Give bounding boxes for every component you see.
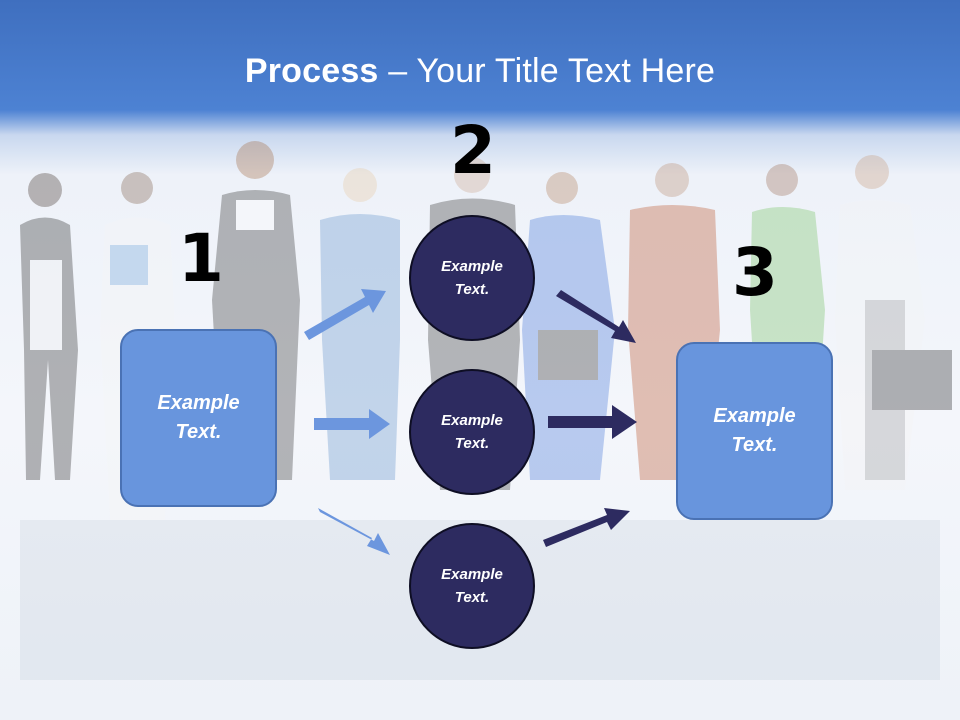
right-process-box[interactable]: Example Text. (676, 342, 833, 520)
left-box-text: Example Text. (157, 392, 240, 443)
slide-title: Process – Your Title Text Here (0, 52, 960, 91)
arrow-left-to-circle-1 (304, 289, 386, 340)
process-circle-2[interactable]: Example Text. (409, 369, 535, 495)
light-arrows (304, 289, 390, 555)
process-circle-3[interactable]: Example Text. (409, 523, 535, 649)
circle-1-text: Example Text. (441, 258, 503, 298)
circle-2-text: Example Text. (441, 412, 503, 452)
title-bold: Process (244, 52, 379, 90)
dark-arrows (543, 290, 637, 547)
left-process-box[interactable]: Example Text. (120, 329, 277, 507)
right-box-text: Example Text. (713, 405, 796, 456)
process-circle-1[interactable]: Example Text. (409, 215, 535, 341)
title-rest: – Your Title Text Here (378, 52, 716, 90)
step-number-1: 1 (178, 220, 224, 297)
arrow-left-to-circle-3 (318, 508, 390, 555)
step-number-2: 2 (450, 112, 496, 189)
circle-3-text: Example Text. (441, 566, 503, 606)
arrow-circle-1-to-right (556, 290, 636, 343)
arrow-left-to-circle-2 (314, 409, 390, 439)
step-number-3: 3 (732, 234, 778, 311)
arrow-circle-3-to-right (543, 508, 630, 547)
arrow-circle-2-to-right (548, 405, 637, 439)
